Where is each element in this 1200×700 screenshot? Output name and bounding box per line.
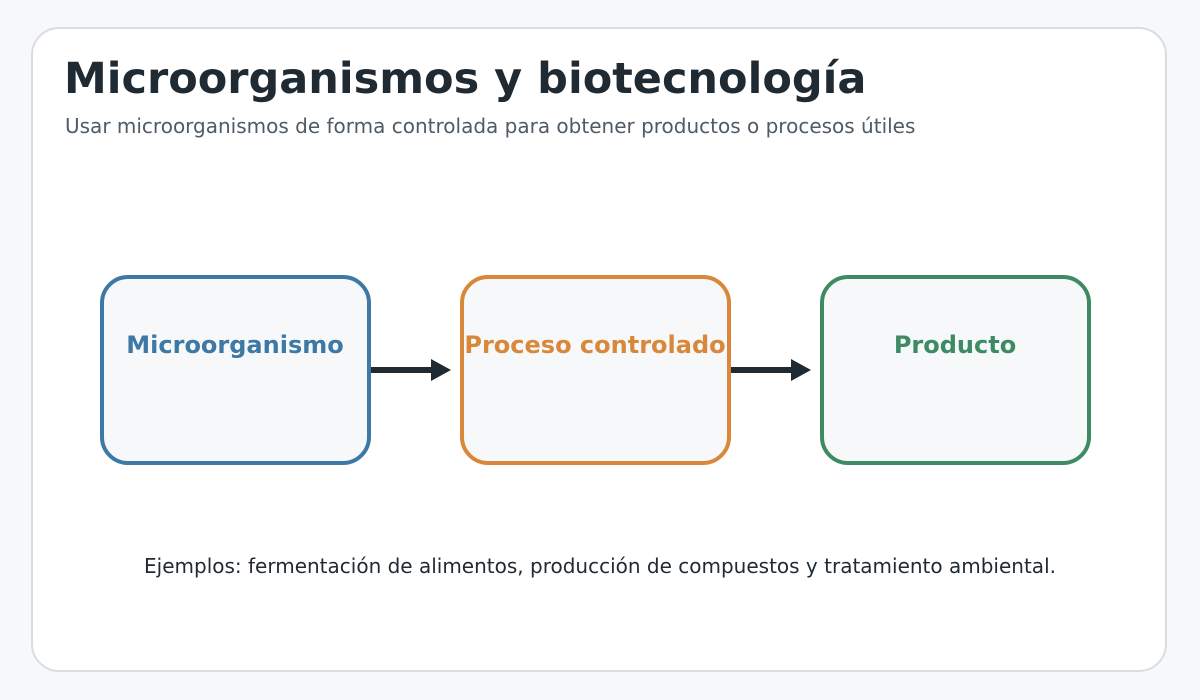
node-box xyxy=(100,275,371,465)
flow-arrow-2 xyxy=(730,359,811,381)
page-title: Microorganismos y biotecnología xyxy=(64,54,867,104)
arrow-head xyxy=(431,359,451,381)
node-box xyxy=(460,275,731,465)
node-label-proceso: Proceso controlado xyxy=(464,331,725,359)
arrow-head xyxy=(791,359,811,381)
flow-arrow-1 xyxy=(370,359,451,381)
node-box xyxy=(820,275,1091,465)
examples-caption: Ejemplos: fermentación de alimentos, pro… xyxy=(144,554,1056,578)
node-microorganismo: Microorganismo xyxy=(100,275,371,465)
node-label-producto: Producto xyxy=(894,331,1016,359)
node-producto: Producto xyxy=(820,275,1091,465)
node-proceso-controlado: Proceso controlado xyxy=(460,275,731,465)
page-subtitle: Usar microorganismos de forma controlada… xyxy=(65,114,916,138)
node-label-microorganismo: Microorganismo xyxy=(126,331,343,359)
